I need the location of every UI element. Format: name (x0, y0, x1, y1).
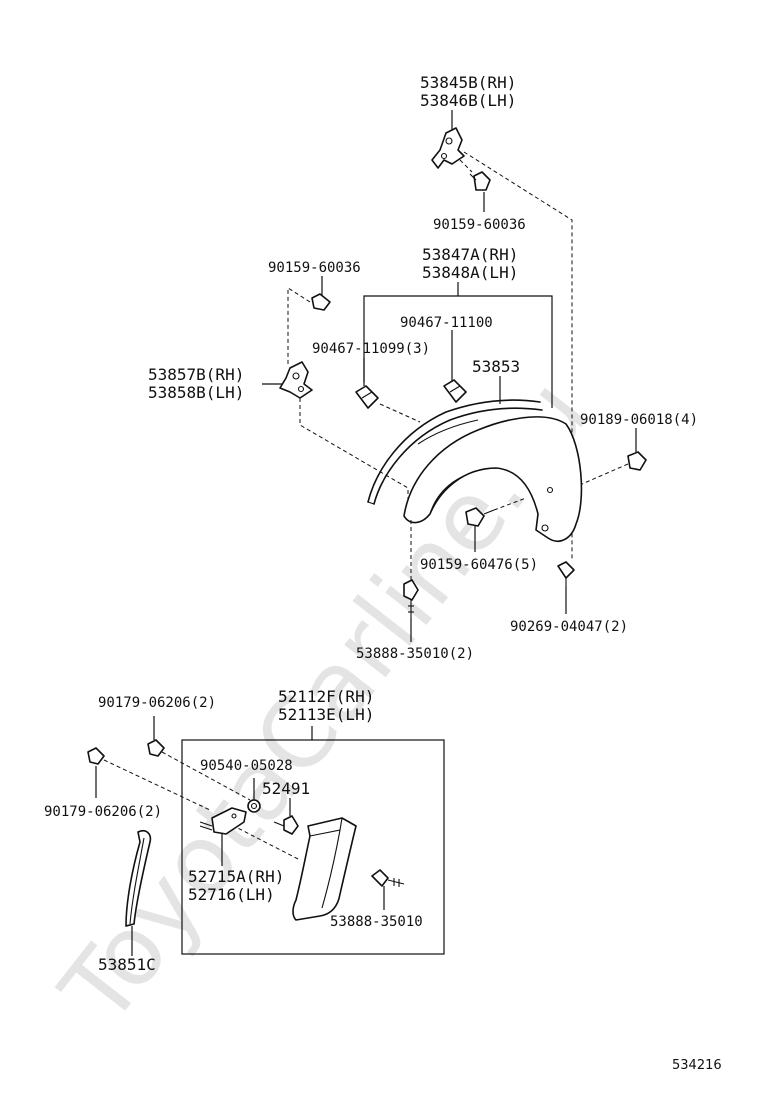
screw-90159-60476-part (465, 507, 495, 527)
dash-left-bracket (287, 287, 409, 512)
label-53851c: 53851C (98, 955, 156, 974)
label-90540-05028: 90540-05028 (200, 758, 293, 774)
clip-53888-box-part (371, 869, 405, 887)
clip-90179-top-part (147, 739, 165, 757)
moulding-53853-part (367, 399, 543, 505)
fender-flare-part (403, 416, 583, 542)
dash-90179-top (161, 751, 251, 801)
label-90179-06206-top: 90179-06206(2) (98, 695, 216, 711)
label-90159-60476: 90159-60476(5) (420, 557, 538, 573)
label-52715a: 52715A(RH) (188, 867, 284, 886)
left-bracket-part (279, 361, 313, 399)
label-53848a: 53848A(LH) (422, 263, 518, 282)
nut-90540-part (247, 799, 261, 813)
assembly-box (181, 739, 445, 955)
label-90467-11099: 90467-11099(3) (312, 341, 430, 357)
label-53857b: 53857B(RH) (148, 365, 244, 384)
diagram-code: 534216 (672, 1058, 722, 1073)
label-52112f: 52112F(RH) (278, 687, 374, 706)
label-90159-60036-left: 90159-60036 (268, 260, 361, 276)
label-53888-35010-2: 53888-35010(2) (356, 646, 474, 662)
clip-90467-11100-part (443, 379, 467, 403)
dash-clip-left (379, 403, 421, 423)
dash-top-bolt (459, 151, 573, 560)
clip-90467-11099-part (355, 385, 379, 409)
top-bolt-part (469, 171, 491, 191)
label-53858b: 53858B(LH) (148, 383, 244, 402)
label-52716: 52716(LH) (188, 885, 275, 904)
clip-53888-top-part (403, 579, 419, 618)
moulding-52112f-part (292, 817, 357, 921)
clip-90269-part (557, 561, 575, 586)
top-bracket-part (431, 127, 465, 169)
left-bolt-part (311, 293, 331, 311)
dash-90179-left (103, 759, 301, 861)
label-90179-06206-left: 90179-06206(2) (44, 804, 162, 820)
clip-90189-part (627, 451, 647, 471)
strip-53851c-part (125, 829, 152, 927)
label-52491: 52491 (262, 779, 310, 798)
label-53846b: 53846B(LH) (420, 91, 516, 110)
dash-90189 (581, 463, 629, 485)
label-90159-60036-top: 90159-60036 (433, 217, 526, 233)
label-52113e: 52113E(LH) (278, 705, 374, 724)
screw-52491-part (273, 815, 299, 835)
label-53847a: 53847A(RH) (422, 245, 518, 264)
clip-90179-left-part (87, 747, 105, 765)
label-90269-04047: 90269-04047(2) (510, 619, 628, 635)
label-53845b: 53845B(RH) (420, 73, 516, 92)
label-53888-35010: 53888-35010 (330, 914, 423, 930)
label-90467-11100: 90467-11100 (400, 315, 493, 331)
label-53853: 53853 (472, 357, 520, 376)
bracket-52715a-part (199, 807, 247, 835)
dash-90159-60476 (493, 497, 527, 511)
label-90189-06018: 90189-06018(4) (580, 412, 698, 428)
